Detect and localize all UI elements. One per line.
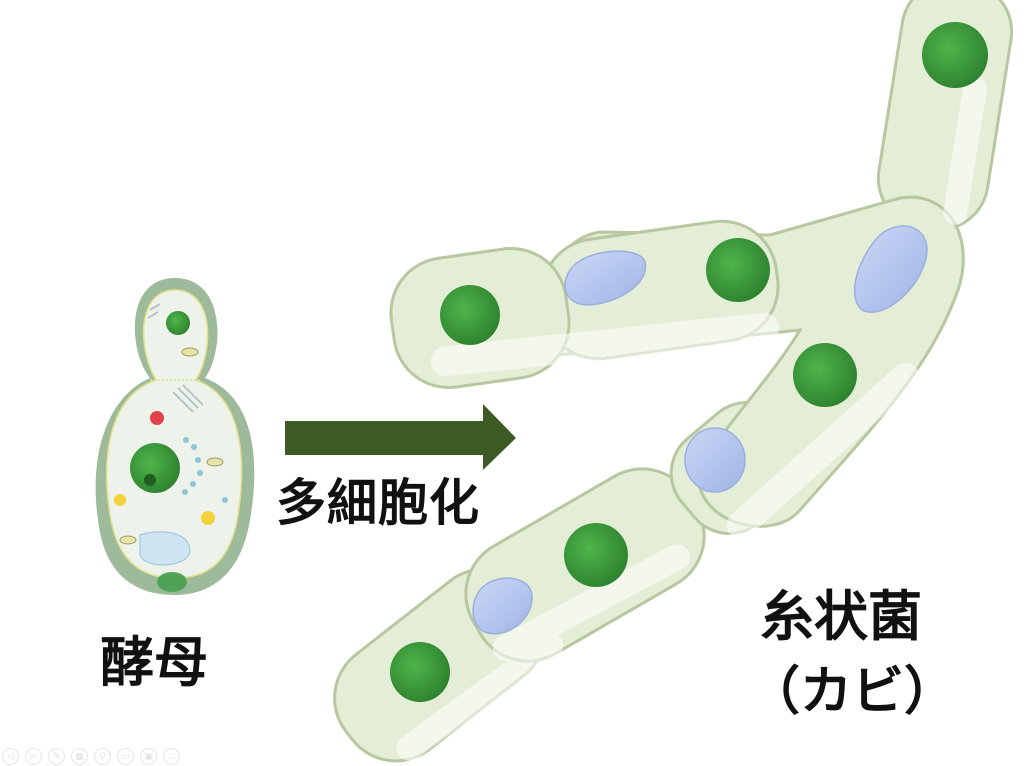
yeast-cell xyxy=(95,278,255,595)
camera-icon[interactable]: ▣ xyxy=(140,748,157,765)
slides-icon[interactable]: ▦ xyxy=(71,748,88,765)
subtitle-icon[interactable]: ▭ xyxy=(117,748,134,765)
yeast-label: 酵母 xyxy=(100,631,208,694)
nucleus xyxy=(166,311,190,335)
pen-icon[interactable]: ✎ xyxy=(48,748,65,765)
more-icon[interactable]: … xyxy=(163,748,180,765)
nucleus xyxy=(130,443,180,493)
arrow-icon xyxy=(285,404,516,470)
zoom-icon[interactable]: ⚲ xyxy=(94,748,111,765)
slide-controls: ◁ ▷ ✎ ▦ ⚲ ▭ ▣ … xyxy=(2,748,180,765)
mold-sublabel: （カビ） xyxy=(748,662,957,722)
multicellularization-label: 多細胞化 xyxy=(276,474,480,532)
mold-label: 糸状菌 xyxy=(760,585,922,648)
nuclei xyxy=(390,22,988,702)
vacuoles xyxy=(472,225,928,635)
prev-icon[interactable]: ◁ xyxy=(2,748,19,765)
next-icon[interactable]: ▷ xyxy=(25,748,42,765)
